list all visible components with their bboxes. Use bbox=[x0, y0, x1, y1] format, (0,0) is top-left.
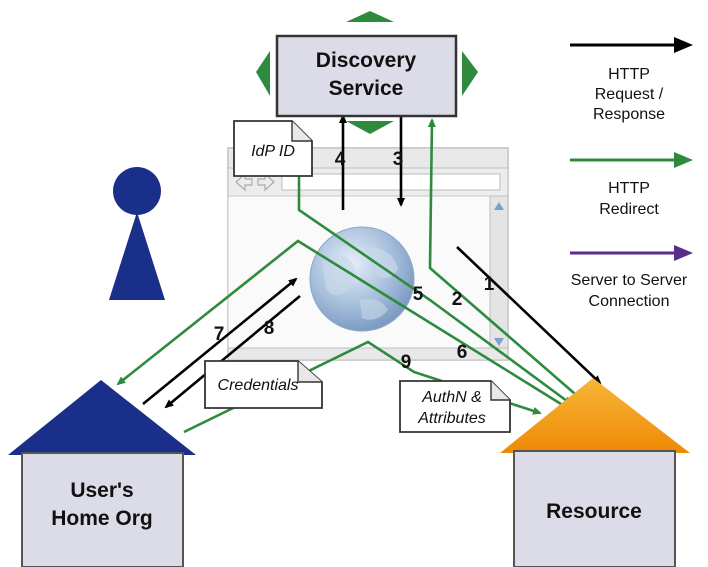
step-label-9: 9 bbox=[401, 352, 412, 373]
arrow-right-icon bbox=[462, 51, 478, 96]
credentials-label: Credentials bbox=[218, 377, 299, 394]
resource-node: Resource bbox=[500, 378, 690, 567]
legend-http-line-2: Request / bbox=[595, 86, 664, 103]
redirect-arrows bbox=[116, 118, 583, 434]
legend-redirect-line-1: HTTP bbox=[608, 180, 650, 197]
arrow-left-icon bbox=[256, 51, 270, 96]
home-org-title-line-2: Home Org bbox=[51, 507, 153, 530]
home-org-node: User's Home Org bbox=[8, 380, 196, 567]
step-label-8: 8 bbox=[264, 318, 275, 339]
credentials-note: Credentials bbox=[204, 360, 323, 409]
idp-id-note: IdP ID bbox=[233, 120, 313, 177]
discovery-service-node: Discovery Service bbox=[256, 11, 478, 134]
arrow-down-icon bbox=[346, 121, 394, 134]
legend-http-line-1: HTTP bbox=[608, 66, 650, 83]
arrow-up-icon bbox=[346, 11, 394, 22]
user-icon bbox=[109, 167, 165, 300]
http-arrows bbox=[142, 112, 602, 409]
step-label-1: 1 bbox=[484, 274, 495, 295]
http-arrow-8 bbox=[164, 294, 301, 409]
legend-http-line-3: Response bbox=[593, 106, 665, 123]
discovery-title-line-1: Discovery bbox=[316, 49, 417, 72]
legend-server: Server to Server Connection bbox=[570, 245, 693, 310]
step-label-5: 5 bbox=[413, 284, 424, 305]
globe-icon bbox=[309, 226, 415, 332]
legend-server-line-2: Connection bbox=[589, 293, 670, 310]
legend: HTTP Request / Response HTTP Redirect Se… bbox=[570, 37, 693, 310]
home-org-title-line-1: User's bbox=[70, 479, 133, 502]
step-label-3: 3 bbox=[393, 149, 404, 170]
authn-label-line-2: Attributes bbox=[417, 410, 486, 427]
legend-http: HTTP Request / Response bbox=[570, 37, 693, 123]
discovery-title-line-2: Service bbox=[329, 77, 404, 100]
http-arrow-1 bbox=[456, 246, 602, 385]
redirect-arrow-2 bbox=[427, 118, 583, 401]
step-label-7: 7 bbox=[214, 324, 225, 345]
legend-redirect: HTTP Redirect bbox=[570, 152, 693, 218]
http-arrow-7 bbox=[142, 277, 298, 406]
redirect-arrow-5 bbox=[297, 148, 573, 406]
legend-redirect-line-2: Redirect bbox=[599, 201, 659, 218]
step-numbers: 1 2 3 4 5 6 7 8 9 bbox=[214, 149, 495, 373]
redirect-arrow-6 bbox=[116, 239, 562, 406]
legend-server-line-1: Server to Server bbox=[571, 272, 688, 289]
idp-id-label: IdP ID bbox=[251, 143, 295, 160]
authn-label-line-1: AuthN & bbox=[421, 389, 482, 406]
step-label-6: 6 bbox=[457, 342, 468, 363]
resource-title: Resource bbox=[546, 500, 642, 523]
step-label-2: 2 bbox=[452, 289, 463, 310]
authn-attributes-note: AuthN & Attributes bbox=[399, 380, 511, 433]
step-label-4: 4 bbox=[335, 149, 346, 170]
